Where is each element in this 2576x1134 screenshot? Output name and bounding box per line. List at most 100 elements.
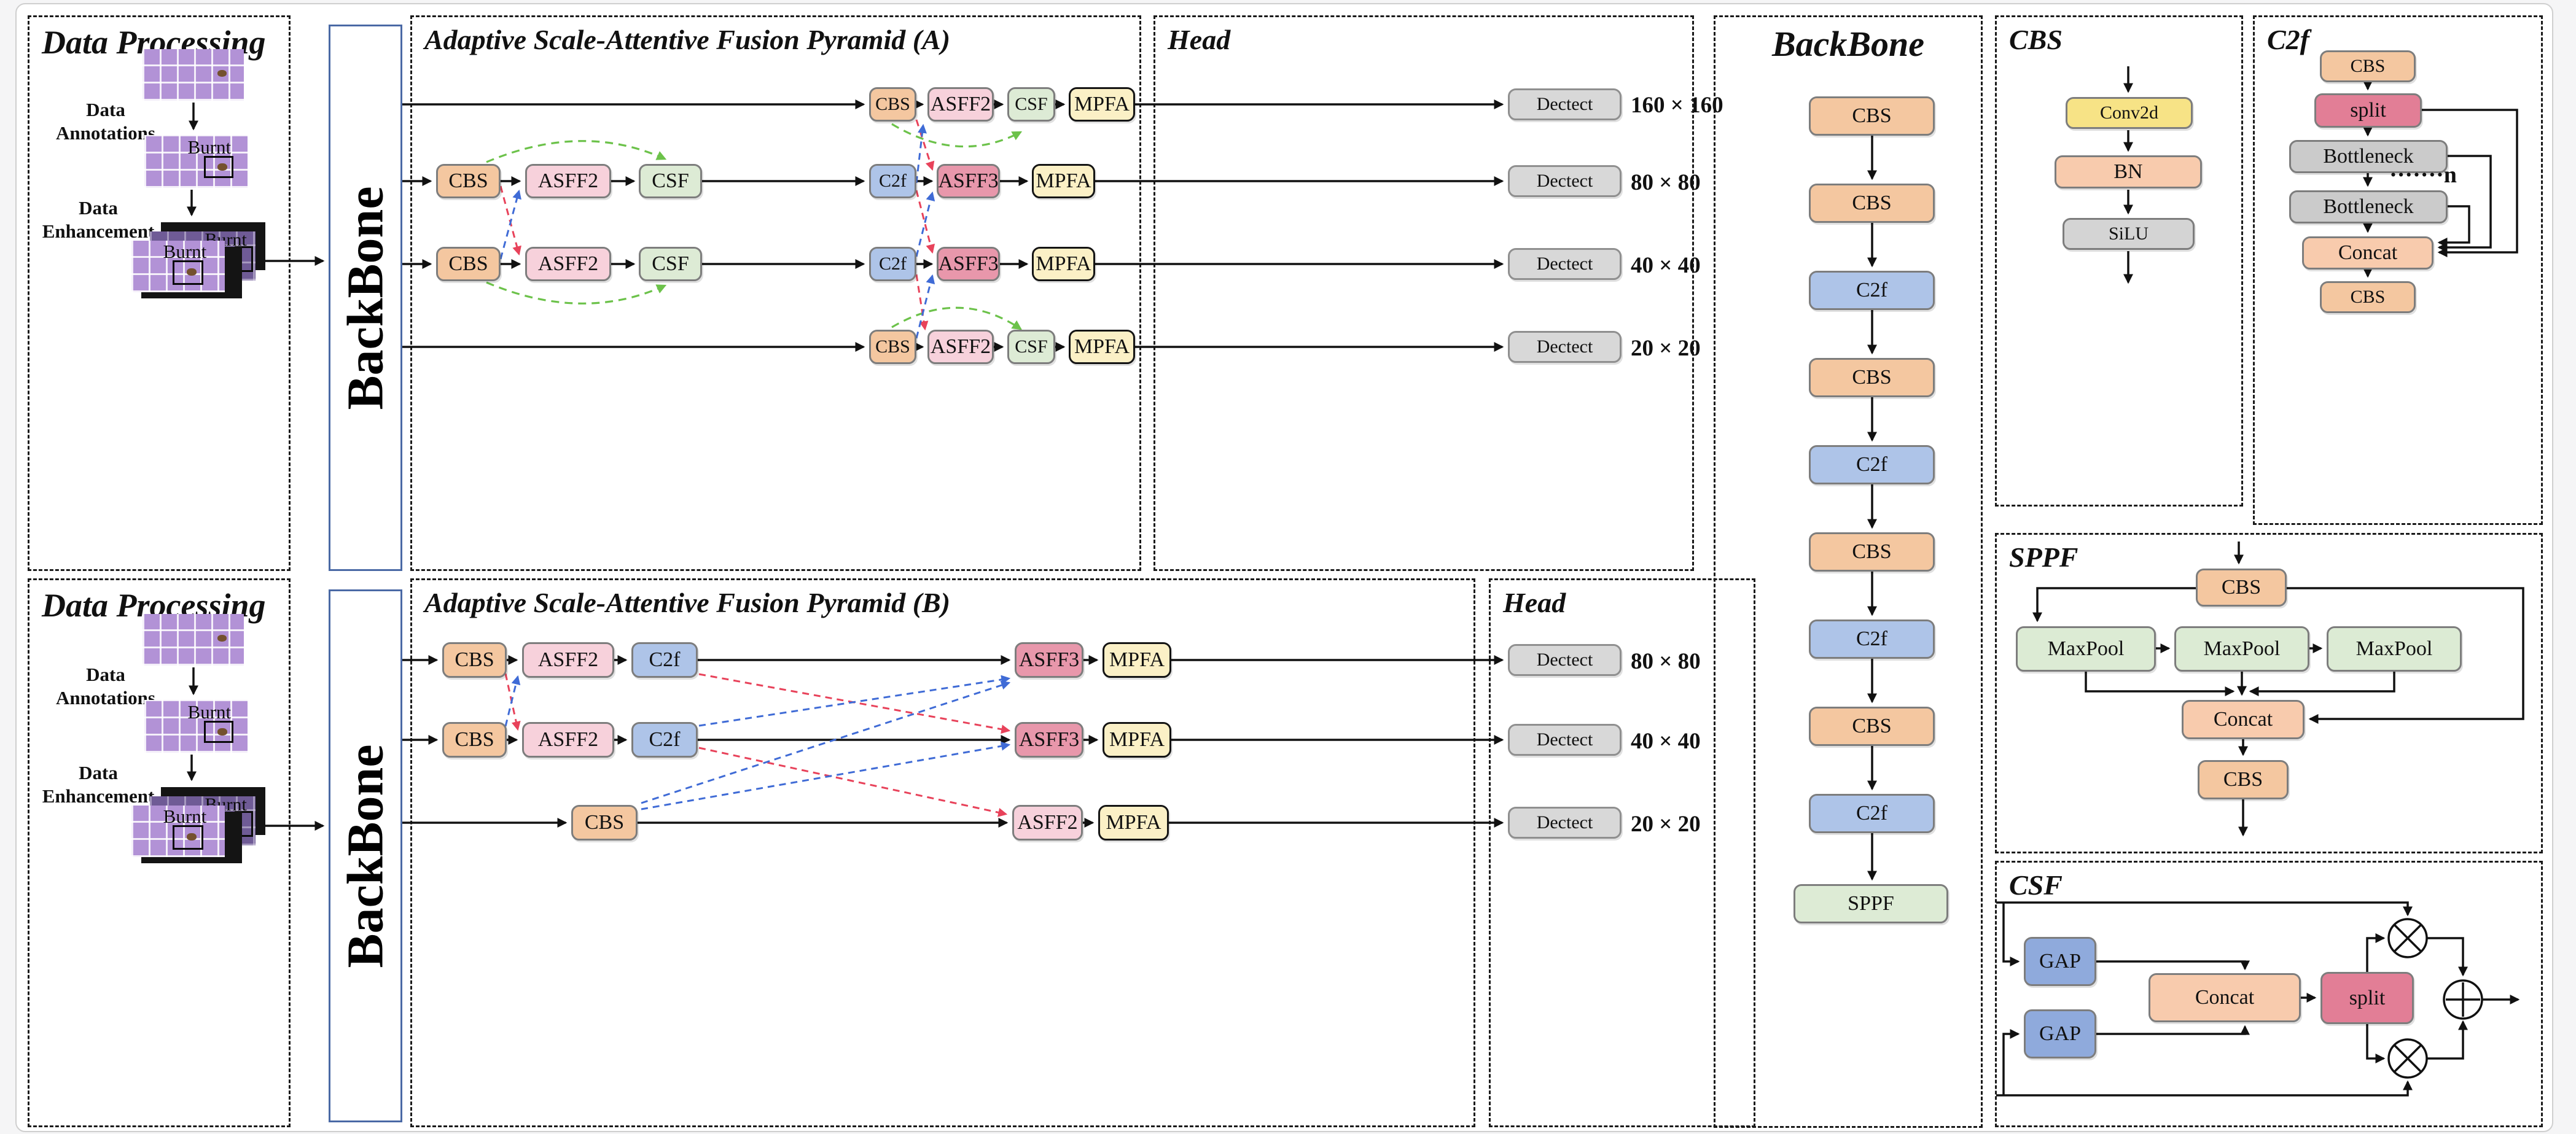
green-arc-row3 — [486, 281, 667, 305]
panel-head-a: Head — [1153, 15, 1694, 571]
node-c2f-46: C2f — [1809, 619, 1935, 659]
enhanced-stack-b-grid-layer: Burnt — [131, 806, 225, 857]
node-split-54: split — [2314, 93, 2422, 128]
node-cbs-0: CBS — [869, 87, 916, 122]
node-asff3-32: ASFF3 — [1015, 722, 1083, 758]
node-mpfa-28: MPFA — [1103, 642, 1171, 678]
node-dectect-37: Dectect — [1508, 644, 1622, 676]
node-csf-12: CSF — [639, 247, 702, 281]
node-cbs-64: CBS — [2198, 760, 2289, 799]
add-icon — [2443, 979, 2483, 1020]
node-maxpool-62: MaxPool — [2327, 626, 2462, 672]
node-mpfa-33: MPFA — [1103, 722, 1171, 758]
node-asff2-11: ASFF2 — [525, 247, 611, 281]
node-c2f-26: C2f — [631, 642, 698, 678]
bottleneck-repeat-label: ·······n — [2389, 162, 2457, 188]
panel-backbone-detail-title: BackBone — [1771, 24, 1925, 64]
panel-sppf-detail: SPPF — [1995, 533, 2543, 853]
annotated-image-b: Burnt — [144, 700, 248, 753]
burnt-spot — [217, 163, 228, 171]
node-maxpool-60: MaxPool — [2016, 626, 2156, 672]
panel-pyramid-a: Adaptive Scale-Attentive Fusion Pyramid … — [410, 15, 1141, 571]
sample-image-a — [142, 49, 244, 101]
panel-c2f-detail-title: C2f — [2267, 24, 2309, 55]
backbone-bar-a-label: BackBone — [337, 185, 394, 410]
panel-head-b-title: Head — [1503, 587, 1566, 618]
node-bottleneck-56: Bottleneck — [2289, 190, 2448, 223]
node-cbs-34: CBS — [571, 805, 638, 841]
size-label: 40 × 40 — [1631, 253, 1701, 278]
node-concat-57: Concat — [2302, 236, 2434, 270]
data-enhancement-label-a: Data Enhancement — [42, 197, 155, 242]
node-mpfa-3: MPFA — [1069, 87, 1135, 122]
node-asff2-1: ASFF2 — [927, 87, 994, 122]
node-bottleneck-55: Bottleneck — [2289, 140, 2448, 173]
node-c2f-7: C2f — [869, 164, 916, 198]
burnt-label: Burnt — [187, 701, 232, 723]
node-silu-52: SiLU — [2063, 218, 2195, 250]
panel-csf-detail-title: CSF — [2009, 869, 2063, 901]
csf-input-top — [1996, 901, 2413, 917]
node-cbs-16: CBS — [869, 330, 916, 364]
node-csf-2: CSF — [1007, 87, 1055, 122]
node-cbs-53: CBS — [2320, 50, 2416, 82]
backbone-bar-a: BackBone — [329, 25, 402, 571]
node-dectect-38: Dectect — [1508, 724, 1622, 756]
node-asff2-25: ASFF2 — [522, 642, 614, 678]
c2f-skip-b2 — [2437, 205, 2470, 248]
node-maxpool-61: MaxPool — [2174, 626, 2309, 672]
annotation-bbox — [204, 721, 234, 744]
panel-head-b: Head — [1489, 578, 1755, 1127]
panel-csf-detail: CSF — [1995, 861, 2543, 1127]
csf-input-bottom-branch — [2002, 1028, 2020, 1095]
node-cbs-29: CBS — [442, 722, 507, 758]
node-csf-18: CSF — [1007, 330, 1055, 364]
node-bn-51: BN — [2055, 155, 2202, 188]
sppf-collect-right — [2249, 672, 2395, 697]
burnt-spot — [217, 634, 227, 642]
node-asff2-17: ASFF2 — [927, 330, 994, 364]
node-dectect-22: Dectect — [1508, 248, 1622, 280]
node-split-68: split — [2320, 972, 2414, 1024]
burnt-spot — [186, 833, 197, 841]
green-skip-arcs — [486, 123, 1023, 330]
node-concat-63: Concat — [2182, 700, 2305, 739]
csf-input-top-branch — [2002, 903, 2020, 967]
node-cbs-47: CBS — [1809, 707, 1935, 746]
green-arc-row1 — [891, 123, 1023, 148]
enhanced-stack-a-grid-layer: Burnt — [131, 241, 225, 292]
node-c2f-31: C2f — [631, 722, 698, 758]
annotated-image-a: Burnt — [144, 135, 248, 188]
node-asff2-30: ASFF2 — [522, 722, 614, 758]
backbone-bar-b: BackBone — [329, 589, 402, 1122]
size-label: 80 × 80 — [1631, 170, 1701, 195]
panel-c2f-detail: C2f — [2253, 15, 2543, 525]
burnt-spot — [186, 268, 197, 276]
node-c2f-13: C2f — [869, 247, 916, 281]
size-label: 160 × 160 — [1631, 93, 1723, 118]
node-c2f-42: C2f — [1809, 271, 1935, 310]
node-c2f-48: C2f — [1809, 794, 1935, 833]
c2f-skip-split — [2422, 109, 2518, 258]
node-mpfa-36: MPFA — [1098, 805, 1169, 841]
panel-sppf-detail-title: SPPF — [2009, 542, 2078, 573]
node-cbs-4: CBS — [436, 164, 501, 198]
node-dectect-21: Dectect — [1508, 165, 1622, 197]
green-arc-row2 — [486, 140, 667, 163]
node-mpfa-19: MPFA — [1069, 330, 1135, 364]
node-mpfa-9: MPFA — [1032, 164, 1095, 198]
panel-cbs-detail: CBS — [1995, 15, 2243, 507]
node-concat-67: Concat — [2149, 973, 2301, 1022]
sample-image-b — [142, 614, 244, 666]
sppf-left-branch — [2032, 587, 2196, 623]
node-cbs-58: CBS — [2320, 281, 2416, 313]
node-mpfa-15: MPFA — [1032, 247, 1095, 281]
green-arc-row4 — [891, 306, 1022, 330]
data-enhancement-label-b: Data Enhancement — [42, 762, 155, 807]
size-label: 40 × 40 — [1631, 729, 1701, 754]
node-asff3-14: ASFF3 — [937, 247, 1000, 281]
sppf-right-skip — [2287, 587, 2524, 724]
burnt-label: Burnt — [187, 136, 232, 158]
node-asff2-5: ASFF2 — [525, 164, 611, 198]
